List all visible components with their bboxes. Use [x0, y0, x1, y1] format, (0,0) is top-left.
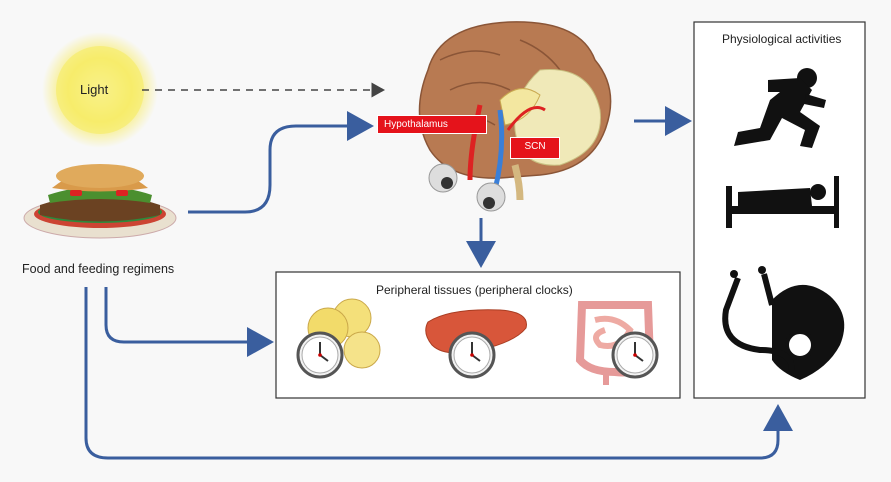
- intestine-clock-icon: [611, 331, 659, 379]
- physiological-activities-label: Physiological activities: [722, 32, 842, 46]
- sun-icon: [42, 32, 158, 148]
- runner-icon: [734, 68, 826, 148]
- fat-cells-icon: [307, 298, 381, 369]
- scn-tag: SCN: [510, 137, 560, 159]
- liver-clock-icon: [448, 331, 496, 379]
- peripheral-tissues-label: Peripheral tissues (peripheral clocks): [376, 283, 573, 297]
- light-label: Light: [80, 82, 109, 97]
- stethoscope-heart-icon: [722, 266, 845, 380]
- brain-icon: [418, 21, 612, 212]
- food-to-hypothalamus-arrow: [188, 111, 374, 214]
- food-to-physiological-arrow: [84, 287, 793, 460]
- fat-clock-icon: [296, 331, 344, 379]
- liver-icon: [425, 309, 527, 354]
- food-to-peripheral-arrow: [104, 287, 274, 357]
- burger-icon: [23, 164, 177, 239]
- food-label: Food and feeding regimens: [22, 262, 175, 276]
- bed-icon: [726, 176, 839, 228]
- hypothalamus-tag: Hypothalamus: [377, 115, 487, 134]
